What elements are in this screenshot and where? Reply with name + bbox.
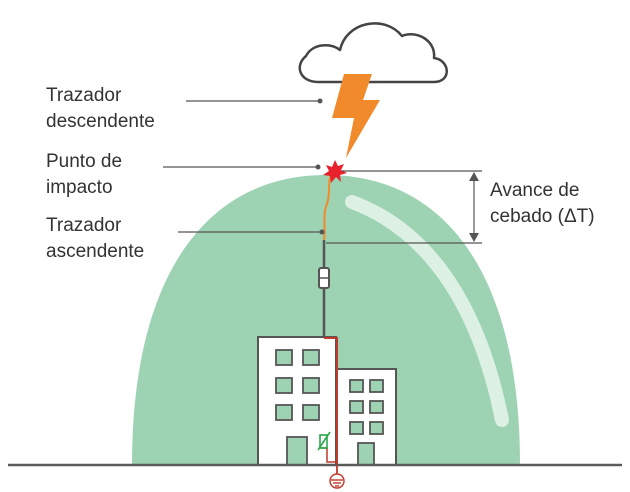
label-trazador-descendente: Trazador descendente (46, 85, 155, 132)
building-short-windows (349, 379, 384, 435)
impact-star-icon (323, 160, 347, 183)
cloud-icon (298, 22, 448, 84)
dome-highlight (345, 195, 509, 427)
surge-protector-icon (317, 431, 331, 451)
building-short-door (357, 442, 375, 466)
label-punto-de-impacto: Punto de impacto (46, 151, 127, 198)
label-leader-descendente (186, 98, 323, 104)
upward-leader (323, 171, 333, 241)
ground-symbol-icon (329, 473, 345, 489)
label-leader-impacto (163, 164, 321, 170)
building-tall-door (286, 436, 308, 466)
building-tall-windows (275, 349, 320, 421)
label-trazador-ascendente: Trazador ascendente (46, 215, 144, 262)
down-conductor (324, 337, 338, 465)
lightning-bolt-icon (332, 74, 380, 158)
avance-dimension (326, 170, 482, 244)
label-avance-de-cebado: Avance de cebado (ΔT) (490, 180, 595, 227)
label-leader-ascendente (178, 229, 325, 235)
